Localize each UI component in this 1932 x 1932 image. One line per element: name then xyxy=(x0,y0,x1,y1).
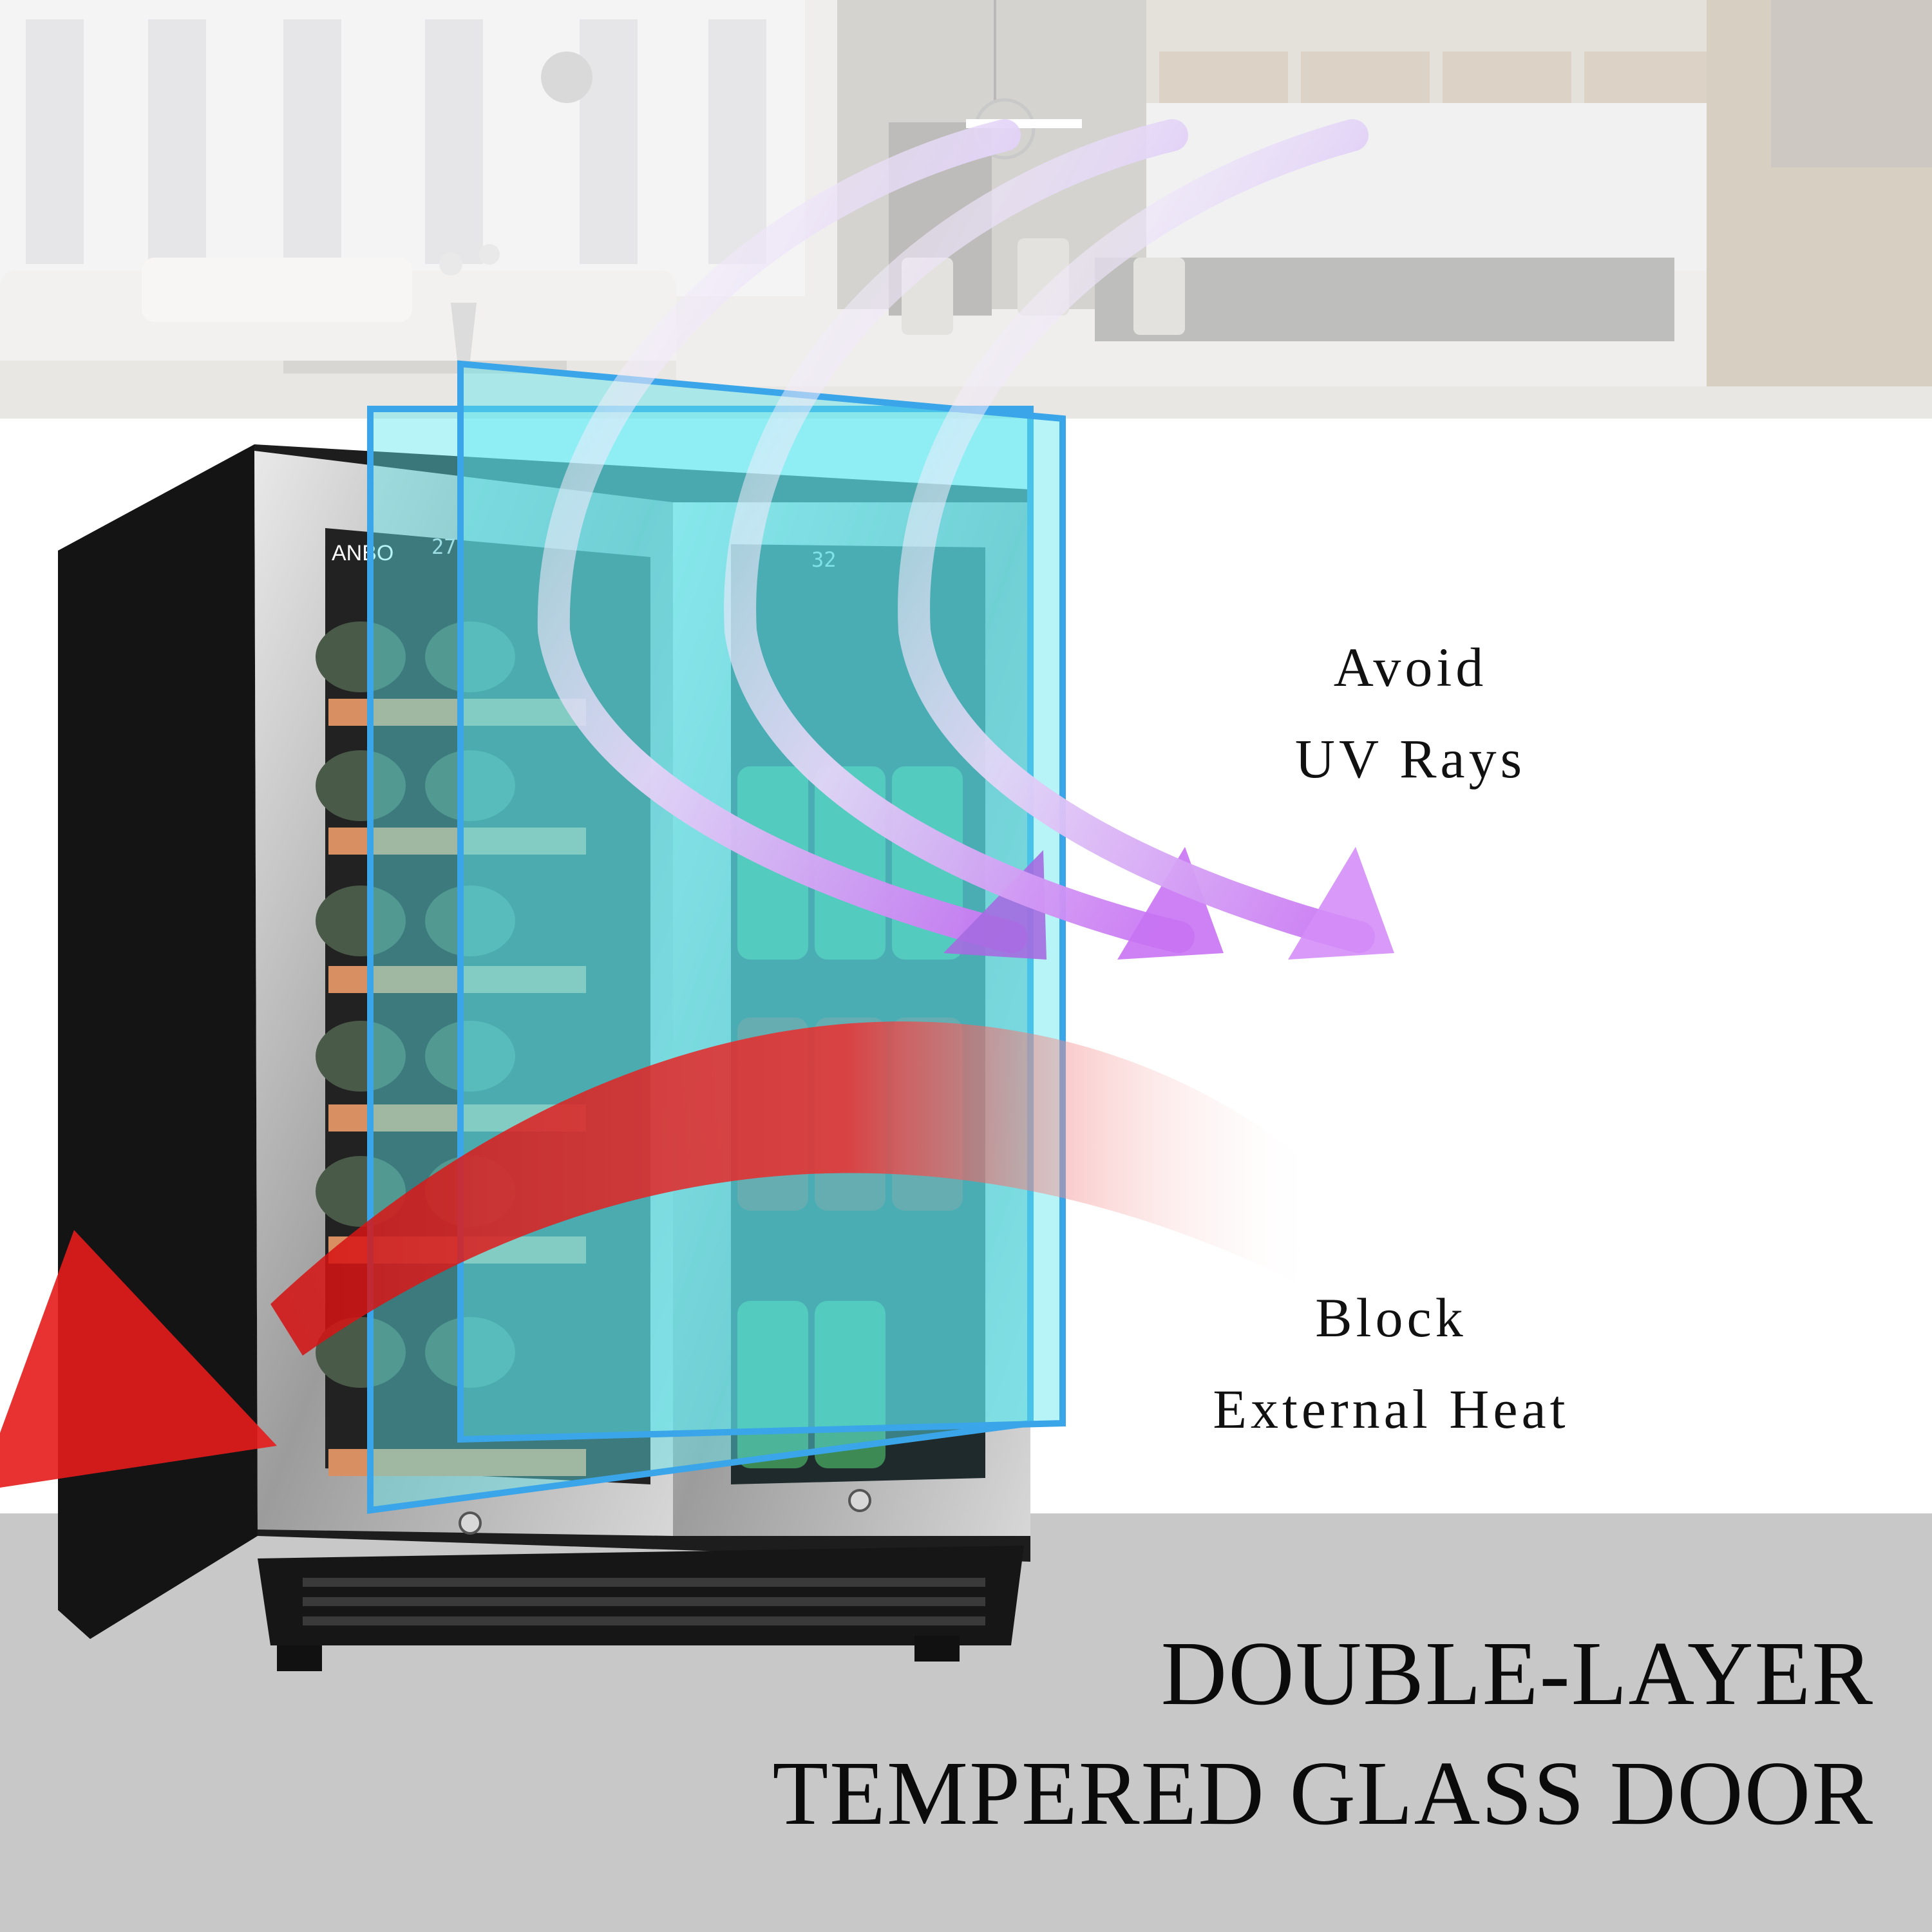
right-lock-icon xyxy=(848,1489,871,1512)
headline: DOUBLE-LAYER TEMPERED GLASS DOOR xyxy=(772,1613,1874,1853)
left-temperature-display: 27 xyxy=(431,535,457,559)
heat-callout-line1: Block xyxy=(1315,1287,1467,1349)
right-temperature-display: 32 xyxy=(811,547,837,572)
headline-line1: DOUBLE-LAYER xyxy=(1160,1622,1874,1724)
base-grille xyxy=(258,1546,1024,1671)
uv-callout: Avoid UV Rays xyxy=(1262,621,1558,804)
heat-callout: Block External Heat xyxy=(1159,1272,1623,1455)
headline-line2: TEMPERED GLASS DOOR xyxy=(772,1742,1874,1844)
left-lock-icon xyxy=(459,1511,482,1535)
heat-arrow xyxy=(0,1021,1320,1488)
heat-callout-line2: External Heat xyxy=(1213,1378,1569,1440)
uv-callout-line1: Avoid xyxy=(1333,636,1488,698)
brand-text: ANBO xyxy=(332,541,393,565)
uv-callout-line2: UV Rays xyxy=(1294,728,1526,790)
uv-arrows xyxy=(537,119,1394,960)
